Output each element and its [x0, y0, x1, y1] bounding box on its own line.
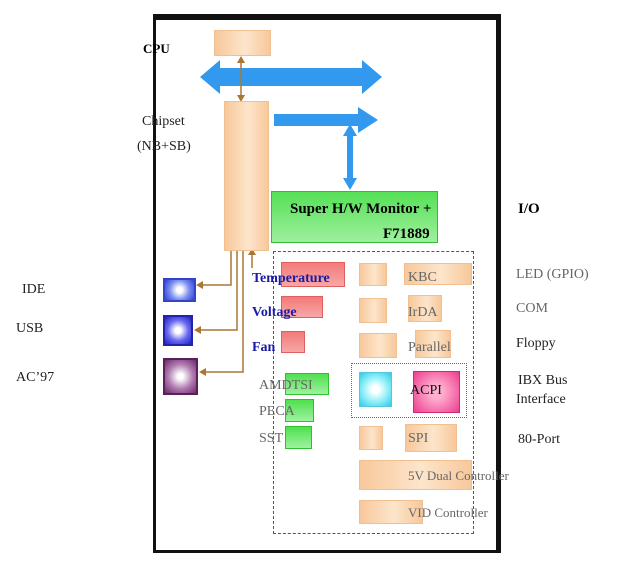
com-label: COM: [516, 301, 548, 316]
ibx-bus-label: IBX Bus: [518, 373, 568, 388]
irda-label: IrDA: [408, 305, 438, 320]
temperature-label: Temperature: [252, 271, 330, 286]
led-gpio-label: LED (GPIO): [516, 267, 589, 282]
super-hw-monitor-block: [271, 191, 438, 243]
parallel-label: Parallel: [408, 340, 451, 355]
acpi-sensor-block: [359, 372, 392, 407]
fan-label: Fan: [252, 340, 276, 355]
irda-small-block: [359, 298, 387, 323]
super-hw-label: Super H/W Monitor +: [290, 201, 432, 217]
vertical-bus-arrow: [343, 124, 357, 190]
floppy-label: Floppy: [516, 336, 556, 351]
kbc-small-block: [359, 263, 387, 286]
usb-label: USB: [16, 321, 44, 336]
parallel-small-block: [359, 333, 397, 358]
parallel-block: [415, 330, 451, 358]
port80-label: 80-Port: [518, 432, 560, 447]
dual-controller-label: 5V Dual Controller: [408, 468, 509, 483]
ac97-link: [202, 250, 244, 373]
chipset-label: Chipset: [142, 114, 185, 129]
cpu-block: [214, 30, 271, 56]
amdtsi-label: AMDTSI: [259, 378, 313, 393]
vid-controller-label: VID Controller: [408, 505, 488, 520]
peca-label: PECA: [259, 404, 295, 419]
chipset-bus-arrow: [274, 107, 378, 133]
voltage-label: Voltage: [252, 305, 297, 320]
usb-connector-icon: [163, 315, 193, 346]
super-hw-chip-label: F71889: [383, 226, 430, 242]
ibx-interface-label: Interface: [516, 392, 566, 407]
io-label: I/O: [518, 201, 540, 217]
fan-block: [281, 331, 305, 353]
vid-controller-block: [359, 500, 423, 524]
chipset-sub-label: (NB+SB): [137, 139, 191, 154]
sst-label: SST: [259, 431, 284, 446]
sst-block: [285, 426, 312, 449]
kbc-label: KBC: [408, 270, 437, 285]
cpu-bus-arrow: [200, 60, 382, 94]
ide-label: IDE: [22, 282, 46, 297]
acpi-region: [351, 363, 467, 418]
ide-link: [199, 250, 232, 286]
kbc-block: [404, 263, 472, 285]
spi-label: SPI: [408, 431, 429, 446]
acpi-block: [413, 371, 460, 413]
peca-block: [285, 399, 314, 422]
ac97-label: AC’97: [16, 370, 55, 385]
chipset-block: [224, 101, 269, 251]
ide-connector-icon: [163, 278, 196, 302]
irda-block: [408, 295, 442, 322]
cpu-label: CPU: [143, 41, 170, 56]
spi-small-block: [359, 426, 383, 450]
acpi-label: ACPI: [410, 383, 442, 398]
spi-block: [405, 424, 457, 452]
voltage-block: [281, 296, 323, 318]
board-frame: [153, 14, 501, 553]
ac97-connector-icon: [163, 358, 198, 395]
super-io-region: [273, 251, 474, 534]
usb-link: [197, 250, 238, 331]
amdtsi-block: [285, 373, 329, 395]
dual-controller-block: [359, 460, 472, 490]
temperature-block: [281, 262, 345, 287]
